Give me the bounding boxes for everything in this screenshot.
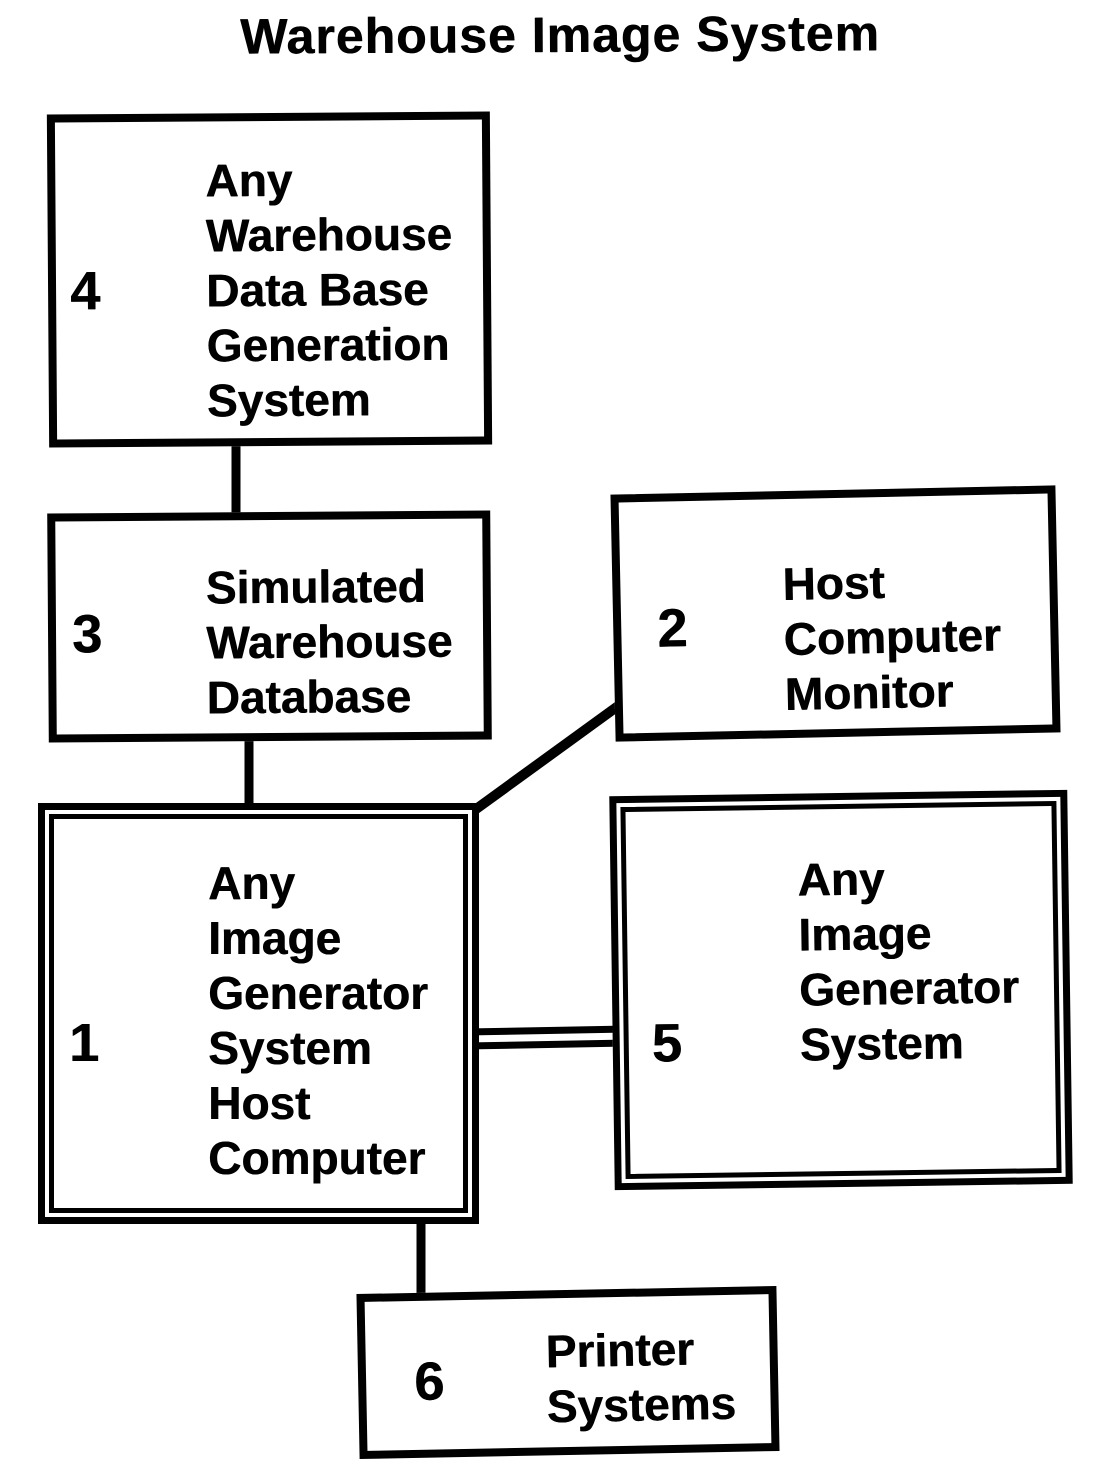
node-1-number: 1 — [69, 1013, 100, 1073]
edge-2-to-1-diagonal-line — [469, 701, 621, 817]
node-5-number: 5 — [651, 1013, 683, 1074]
node-6-number: 6 — [413, 1351, 445, 1412]
node-4-label: Any Warehouse Data Base Generation Syste… — [205, 153, 453, 427]
node-2-label: Host Computer Monitor — [781, 555, 1002, 721]
node-2-number: 2 — [656, 598, 688, 659]
node-2-host-computer-monitor: 2 Host Computer Monitor — [610, 485, 1061, 742]
node-6-printer-systems: 6 Printer Systems — [356, 1285, 780, 1460]
node-4-number: 4 — [69, 261, 101, 322]
node-1-image-generator-system-host-computer: 1 Any Image Generator System Host Comput… — [38, 803, 479, 1224]
node-1-label: Any Image Generator System Host Computer — [208, 857, 428, 1184]
edge-1-to-5-double-line-upper — [465, 1025, 629, 1036]
node-3-simulated-warehouse-database: 3 Simulated Warehouse Database — [47, 510, 492, 743]
node-4-warehouse-database-generation-system: 4 Any Warehouse Data Base Generation Sys… — [46, 111, 493, 448]
node-6-label: Printer Systems — [545, 1322, 737, 1433]
edge-1-to-5-double-line-lower — [465, 1039, 629, 1050]
node-5-label: Any Image Generator System — [797, 852, 1020, 1071]
node-5-image-generator-system: 5 Any Image Generator System — [609, 789, 1073, 1191]
node-3-number: 3 — [71, 604, 103, 665]
node-3-label: Simulated Warehouse Database — [205, 559, 453, 724]
